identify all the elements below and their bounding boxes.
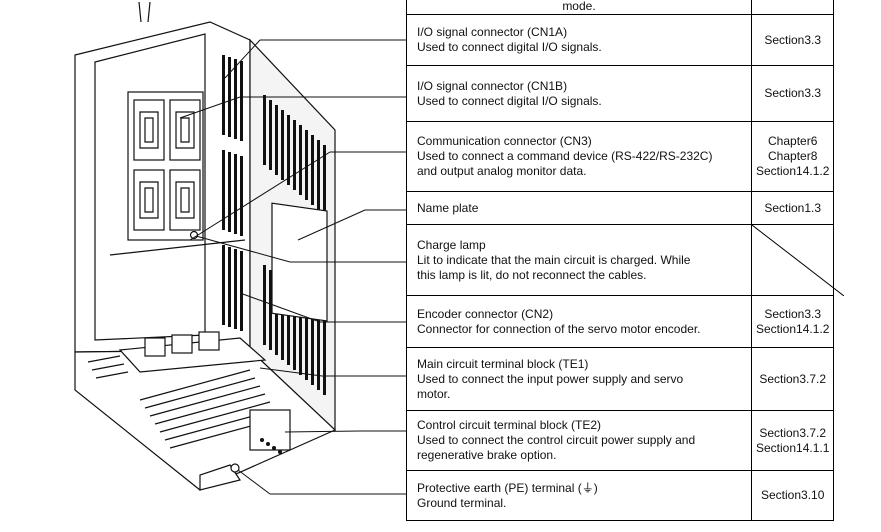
part-text: motor. xyxy=(417,386,451,401)
part-reference-empty xyxy=(750,224,844,296)
table-row: Main circuit terminal block (TE1) Used t… xyxy=(406,347,835,411)
reference-link[interactable]: Section3.3 xyxy=(764,32,822,47)
table-row: Name plate Section1.3 xyxy=(406,191,835,225)
table-row: mode. xyxy=(406,0,835,15)
te2-block xyxy=(249,409,291,451)
part-text: Used to connect the control circuit powe… xyxy=(417,433,696,447)
leader-lines xyxy=(179,39,406,495)
part-description: I/O signal connector (CN1A) Used to conn… xyxy=(406,14,752,66)
part-reference: Section3.7.2 Section14.1.1 xyxy=(750,410,835,471)
reference-link[interactable]: Chapter6 xyxy=(768,134,818,148)
part-reference xyxy=(750,0,835,15)
part-description: Name plate xyxy=(406,191,752,225)
partial-text: mode. xyxy=(562,0,596,13)
part-reference: Section3.3 Section14.1.2 xyxy=(750,295,835,348)
part-title: I/O signal connector (CN1A) xyxy=(417,25,568,39)
part-title: Name plate xyxy=(417,200,479,215)
part-reference: Section3.3 xyxy=(750,14,835,66)
part-title: Communication connector (CN3) xyxy=(417,134,592,148)
reference-link[interactable]: Section3.3 xyxy=(764,306,822,321)
part-title: Charge lamp xyxy=(417,237,486,252)
table-row: Charge lamp Lit to indicate that the mai… xyxy=(406,224,844,296)
part-description: mode. xyxy=(406,0,752,15)
diagonal-slash xyxy=(752,225,844,296)
part-reference: Section3.10 xyxy=(750,470,835,521)
table-row: Protective earth (PE) terminal (⏚) Groun… xyxy=(406,470,835,521)
part-description: Main circuit terminal block (TE1) Used t… xyxy=(406,347,752,411)
part-text: Used to connect the input power supply a… xyxy=(417,371,684,386)
part-description: Protective earth (PE) terminal (⏚) Groun… xyxy=(406,470,752,521)
parts-table: mode. I/O signal connector (CN1A) Used t… xyxy=(406,0,844,521)
reference-link[interactable]: Section14.1.1 xyxy=(756,440,830,455)
part-text: this lamp is lit, do not reconnect the c… xyxy=(417,267,647,282)
part-reference: Section1.3 xyxy=(750,191,835,225)
table-row: Encoder connector (CN2) Connector for co… xyxy=(406,295,835,348)
reference-link[interactable]: Chapter8 xyxy=(768,149,818,163)
part-description: I/O signal connector (CN1B) Used to conn… xyxy=(406,65,752,122)
part-text: Lit to indicate that the main circuit is… xyxy=(417,252,691,267)
part-text: Used to connect a command device (RS-422… xyxy=(417,149,713,163)
part-title: Control circuit terminal block (TE2) xyxy=(417,418,602,432)
table-row: Control circuit terminal block (TE2) Use… xyxy=(406,410,835,471)
part-reference: Chapter6 Chapter8 Section14.1.2 xyxy=(750,121,835,192)
part-title: Protective earth (PE) terminal (⏚) xyxy=(417,480,598,495)
part-description: Encoder connector (CN2) Connector for co… xyxy=(406,295,752,348)
part-text: Connector for connection of the servo mo… xyxy=(417,321,701,336)
table-row: Communication connector (CN3) Used to co… xyxy=(406,121,835,192)
part-text: Used to connect digital I/O signals. xyxy=(417,93,602,108)
wire-line xyxy=(138,1,142,23)
part-text: Used to connect digital I/O signals. xyxy=(417,40,602,54)
reference-link[interactable]: Section3.3 xyxy=(764,86,822,100)
reference-link[interactable]: Section14.1.2 xyxy=(756,164,830,178)
wire-line xyxy=(147,1,151,23)
reference-link[interactable]: Section3.7.2 xyxy=(759,371,827,386)
part-reference: Section3.3 xyxy=(750,65,835,122)
part-description: Charge lamp Lit to indicate that the mai… xyxy=(406,224,752,296)
side-vents xyxy=(263,95,326,395)
terminal-block-lines xyxy=(87,355,281,449)
reference-link[interactable]: Section3.10 xyxy=(761,488,825,502)
part-text: and output analog monitor data. xyxy=(417,164,587,178)
reference-link[interactable]: Section1.3 xyxy=(764,200,822,215)
part-title: Main circuit terminal block (TE1) xyxy=(417,356,589,371)
reference-link[interactable]: Section14.1.2 xyxy=(756,321,830,336)
reference-link[interactable]: Section3.7.2 xyxy=(759,425,827,440)
part-text: regenerative brake option. xyxy=(417,448,557,462)
table-row: I/O signal connector (CN1A) Used to conn… xyxy=(406,14,835,66)
part-description: Communication connector (CN3) Used to co… xyxy=(406,121,752,192)
part-title: I/O signal connector (CN1B) xyxy=(417,78,568,93)
part-reference: Section3.7.2 xyxy=(750,347,835,411)
part-text: Ground terminal. xyxy=(417,495,507,510)
part-title: Encoder connector (CN2) xyxy=(417,306,554,321)
pe-terminal-hole xyxy=(230,463,240,473)
part-description: Control circuit terminal block (TE2) Use… xyxy=(406,410,752,471)
table-row: I/O signal connector (CN1B) Used to conn… xyxy=(406,65,835,122)
